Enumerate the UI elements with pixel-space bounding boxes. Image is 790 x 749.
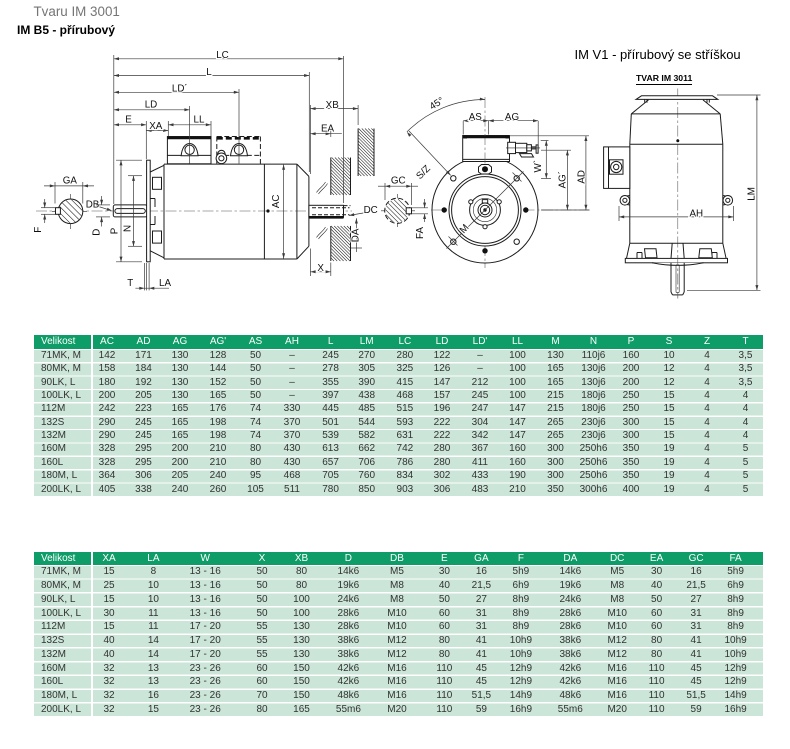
svg-text:AH: AH — [689, 209, 703, 220]
svg-text:DA: DA — [350, 228, 361, 242]
svg-text:45°: 45° — [428, 95, 446, 112]
svg-text:GC: GC — [391, 175, 406, 186]
svg-text:XB: XB — [326, 100, 340, 111]
svg-text:LC: LC — [216, 50, 229, 61]
svg-text:EA: EA — [321, 124, 335, 135]
svg-text:LM: LM — [746, 187, 757, 201]
svg-text:DC: DC — [364, 205, 378, 216]
svg-text:AG´: AG´ — [558, 171, 569, 188]
svg-text:XA: XA — [149, 121, 163, 132]
svg-text:AS: AS — [469, 112, 483, 123]
svg-text:LA: LA — [159, 278, 171, 289]
svg-text:N: N — [123, 225, 134, 232]
svg-text:LD: LD — [145, 99, 158, 110]
svg-text:W`: W` — [533, 160, 544, 173]
svg-text:GA: GA — [63, 175, 78, 186]
svg-text:AD: AD — [577, 170, 588, 184]
svg-text:T: T — [127, 278, 133, 289]
svg-text:F: F — [33, 227, 44, 233]
svg-text:L: L — [206, 67, 212, 78]
svg-text:E: E — [125, 115, 132, 126]
svg-text:LD´: LD´ — [172, 83, 188, 94]
svg-text:S/Z: S/Z — [414, 163, 433, 182]
svg-text:LL: LL — [194, 114, 205, 125]
svg-text:AG: AG — [505, 112, 519, 123]
svg-text:X: X — [317, 263, 324, 274]
svg-text:DB: DB — [86, 200, 100, 211]
svg-text:AC: AC — [271, 194, 282, 208]
svg-text:D: D — [92, 229, 103, 236]
svg-text:P: P — [109, 227, 120, 234]
svg-text:FA: FA — [415, 227, 426, 239]
